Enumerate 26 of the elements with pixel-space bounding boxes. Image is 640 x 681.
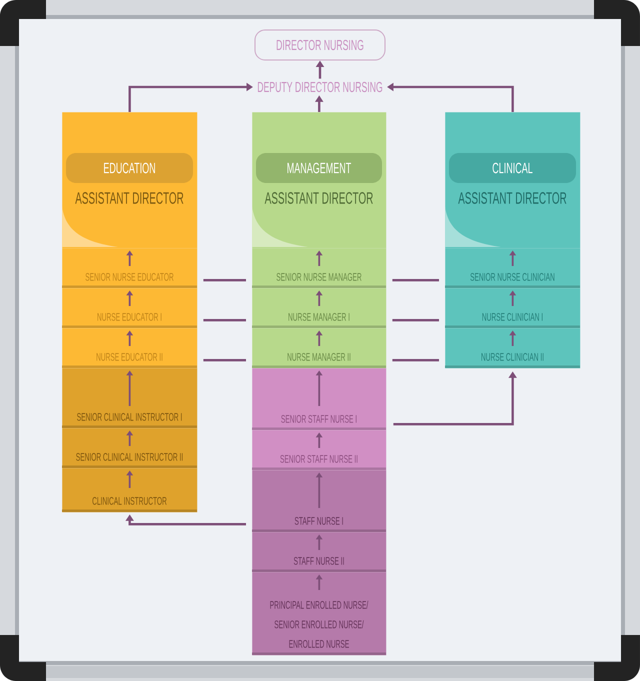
sticky-note: NURSE MANAGER II xyxy=(252,328,386,368)
connector-line xyxy=(203,279,246,282)
sticky-note: CLINICAL INSTRUCTOR xyxy=(62,468,198,512)
sticky-note: SENIOR STAFF NURSE II xyxy=(252,430,386,470)
sticky-note: STAFF NURSE II xyxy=(252,532,386,572)
sticky-note: SENIOR NURSE MANAGER xyxy=(252,248,386,288)
sticky-note: NURSE EDUCATOR II xyxy=(62,328,198,368)
connector-line xyxy=(392,319,439,322)
title-box: DIRECTOR NURSING xyxy=(254,30,386,60)
sticky-note: STAFF NURSE I xyxy=(252,470,386,532)
sticky-note: SENIOR NURSE CLINICIAN xyxy=(445,248,580,288)
heading-band: CLINICAL xyxy=(449,153,576,183)
heading-band: MANAGEMENT xyxy=(256,153,382,183)
sticky-note: SENIOR STAFF NURSE I xyxy=(252,368,386,430)
connector-line xyxy=(203,319,246,322)
connector-line xyxy=(392,279,439,282)
sticky-note: SENIOR CLINICAL INSTRUCTOR I xyxy=(62,368,198,428)
connector-line xyxy=(203,359,246,362)
role-label: DEPUTY DIRECTOR NURSING xyxy=(258,82,382,92)
sticky-note: NURSE CLINICIAN I xyxy=(445,288,580,328)
sticky-note: SENIOR CLINICAL INSTRUCTOR II xyxy=(62,428,198,468)
heading-band: EDUCATION xyxy=(66,153,193,183)
sticky-note: SENIOR NURSE EDUCATOR xyxy=(62,248,198,288)
sticky-note: NURSE CLINICIAN II xyxy=(445,328,580,368)
sticky-note: NURSE MANAGER I xyxy=(252,288,386,328)
connector-line xyxy=(392,359,439,362)
